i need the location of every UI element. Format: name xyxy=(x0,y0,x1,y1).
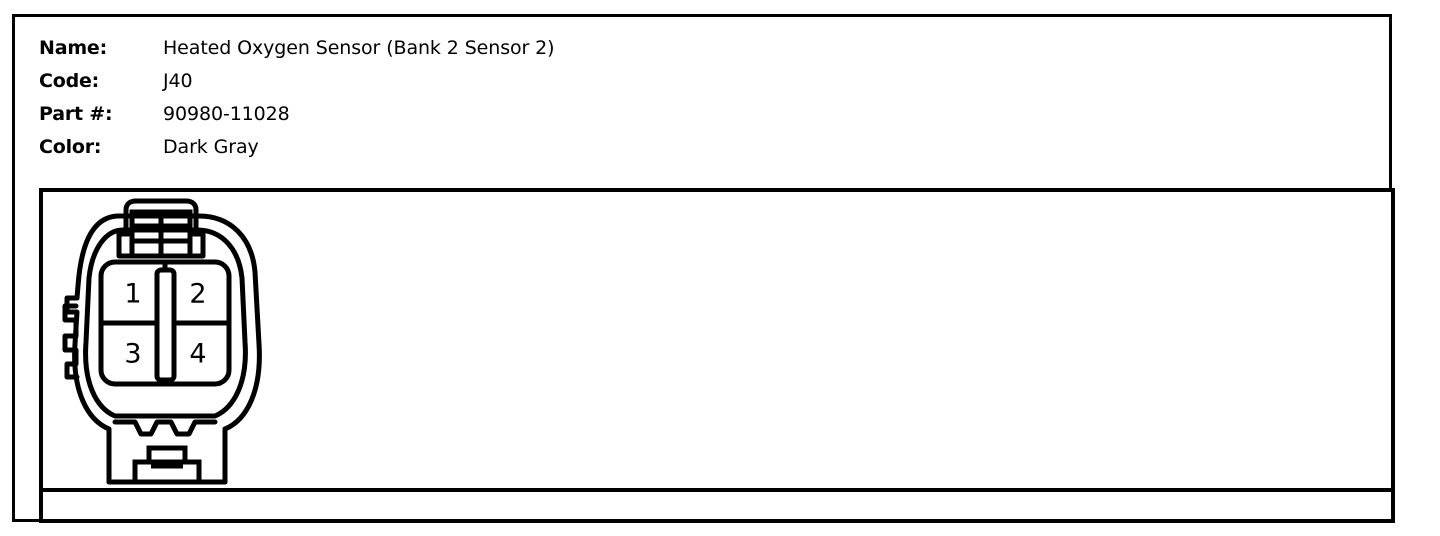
info-row-code: Code: J40 xyxy=(39,65,1369,98)
info-value-part-number: 90980-11028 xyxy=(163,103,290,125)
pin-number-2: 2 xyxy=(189,279,206,310)
connector-info-block: Name: Heated Oxygen Sensor (Bank 2 Senso… xyxy=(39,32,1369,164)
info-row-color: Color: Dark Gray xyxy=(39,131,1369,164)
pin-number-1: 1 xyxy=(124,279,141,310)
pin-number-3: 3 xyxy=(124,339,141,370)
info-value-color: Dark Gray xyxy=(163,136,259,158)
info-label-name: Name: xyxy=(39,37,108,59)
bottom-skirt xyxy=(106,429,228,485)
info-row-part-number: Part #: 90980-11028 xyxy=(39,98,1369,131)
key-rib-body xyxy=(154,267,177,383)
info-label-part-number: Part #: xyxy=(39,103,113,125)
inner-shell-outline xyxy=(83,227,248,419)
top-latch-icon xyxy=(116,198,206,259)
left-edge-serration xyxy=(62,303,80,380)
diagram-section-divider xyxy=(43,488,1391,492)
bottom-retainer-tab-icon xyxy=(106,419,228,485)
info-label-code: Code: xyxy=(39,70,100,92)
connector-face-diagram: 1 2 3 4 xyxy=(49,194,279,486)
info-value-code: J40 xyxy=(163,70,193,92)
info-label-color: Color: xyxy=(39,136,102,158)
info-row-name: Name: Heated Oxygen Sensor (Bank 2 Senso… xyxy=(39,32,1369,65)
connector-drawing-svg: 1 2 3 4 xyxy=(62,198,262,485)
serrated-grip-ribs-icon xyxy=(62,303,80,380)
latch-arch xyxy=(123,198,199,231)
tab-inner-step xyxy=(146,445,188,465)
info-value-name: Heated Oxygen Sensor (Bank 2 Sensor 2) xyxy=(163,37,555,59)
diagram-footer-strip xyxy=(43,492,1391,519)
skirt-notch-profile xyxy=(112,419,218,437)
document-frame: Name: Heated Oxygen Sensor (Bank 2 Senso… xyxy=(12,14,1395,523)
connector-diagram-box: 1 2 3 4 xyxy=(39,188,1395,523)
connector-inner-shell xyxy=(83,227,248,419)
pin-number-4: 4 xyxy=(189,339,206,370)
center-key-rib-icon xyxy=(154,267,177,383)
